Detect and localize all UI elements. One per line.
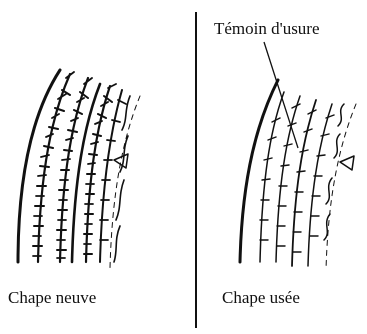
new-tread-wear-indicator-triangle [114, 154, 128, 168]
worn-tread-wear-indicator-triangle [340, 156, 354, 170]
worn-tread-outer-edge [240, 80, 278, 262]
worn-tread-drawing [240, 80, 356, 270]
new-tread-drawing [18, 70, 140, 268]
new-tread-caption: Chape neuve [8, 289, 96, 306]
wear-indicator-leader-line [264, 42, 298, 148]
worn-tread-caption: Chape usée [222, 289, 300, 306]
wear-indicator-label: Témoin d'usure [214, 20, 320, 37]
